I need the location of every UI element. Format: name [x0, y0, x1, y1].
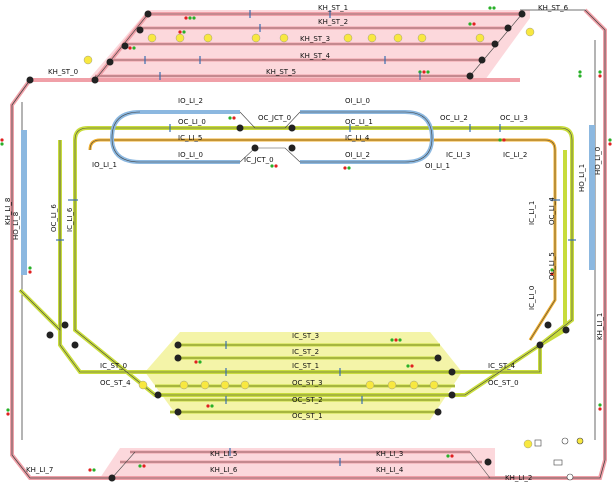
label-oc-li-3: OC_LI_3	[500, 114, 528, 122]
label-ic-st-1: IC_ST_1	[292, 362, 319, 370]
label-ic-li-1: IC_LI_1	[528, 201, 536, 225]
label-io-li-1: IO_LI_1	[92, 161, 117, 169]
kh-station-rails-top	[94, 13, 523, 81]
label-kh-st-1: KH_ST_1	[318, 4, 348, 12]
label-ic-st-4: IC_ST_4	[488, 362, 516, 370]
label-ic-li-5: IC_LI_5	[178, 134, 202, 142]
blue-loop-left	[109, 110, 240, 164]
label-kh-st-5: KH_ST_5	[266, 68, 296, 76]
label-oc-li-1: OC_LI_1	[345, 118, 373, 126]
ho-li-0-blue-segment	[589, 125, 595, 270]
junction-nodes	[26, 10, 570, 482]
label-kh-st-3: KH_ST_3	[300, 35, 330, 43]
label-oc-jct-0: OC_JCT_0	[258, 114, 291, 122]
label-oi-li-0: OI_LI_0	[345, 97, 370, 105]
label-ho-li-1: HO_LI_1	[578, 164, 586, 192]
label-oi-li-2: OI_LI_2	[345, 151, 370, 159]
label-ic-li-0: IC_LI_0	[528, 286, 536, 310]
label-oc-li-5: OC_LI_5	[548, 252, 556, 280]
label-kh-li-7: KH_LI_7	[26, 466, 53, 474]
label-ic-st-2: IC_ST_2	[292, 348, 319, 356]
legend	[523, 437, 584, 481]
label-kh-li-5: KH_LI_5	[210, 450, 237, 458]
label-ic-st-0: IC_ST_0	[100, 362, 127, 370]
label-oc-li-6: OC_LI_6	[50, 204, 58, 232]
label-kh-li-2: KH_LI_2	[505, 474, 532, 482]
orange-inner-rails	[89, 139, 556, 341]
label-kh-st-0: KH_ST_0	[48, 68, 78, 76]
block-ticks	[56, 10, 576, 466]
label-ic-li-6: IC_LI_6	[66, 207, 74, 232]
label-ic-li-3: IC_LI_3	[446, 151, 470, 159]
label-ic-st-3: IC_ST_3	[292, 332, 319, 340]
label-io-li-0: IO_LI_0	[178, 151, 203, 159]
label-kh-li-3: KH_LI_3	[376, 450, 403, 458]
label-oc-st-2: OC_ST_2	[292, 396, 323, 404]
label-ic-li-2: IC_LI_2	[503, 151, 527, 159]
label-oc-st-4: OC_ST_4	[100, 379, 131, 387]
ic-station-zone	[145, 332, 462, 420]
label-kh-st-6: KH_ST_6	[538, 4, 569, 12]
ho-li-8-blue-segment	[21, 130, 27, 275]
sensors-bottom	[83, 55, 439, 390]
label-oi-li-1: OI_LI_1	[425, 162, 450, 170]
label-kh-li-1: KH_LI_1	[596, 313, 604, 340]
label-oc-st-1: OC_ST_1	[292, 412, 323, 420]
label-oc-li-4: OC_LI_4	[548, 197, 556, 225]
label-kh-st-2: KH_ST_2	[318, 18, 348, 26]
label-oc-li-2: OC_LI_2	[440, 114, 468, 122]
label-ho-li-0: HO_LI_0	[594, 147, 602, 175]
label-oc-st-0: OC_ST_0	[488, 379, 519, 387]
label-kh-li-8: KH_LI_8	[4, 198, 12, 225]
sensors-top	[147, 27, 535, 43]
orange-inner-loop	[88, 138, 557, 341]
label-kh-li-6: KH_LI_6	[210, 466, 238, 474]
label-oc-li-0: OC_LI_0	[178, 118, 206, 126]
blue-loop-rails	[111, 111, 433, 163]
track-labels: KH_ST_1 KH_ST_2 KH_ST_3 KH_ST_4 KH_ST_5 …	[4, 4, 604, 482]
signals	[0, 6, 612, 472]
label-ic-li-4: IC_LI_4	[345, 134, 370, 142]
label-ho-li-8: HO_LI_8	[12, 212, 20, 240]
label-io-li-2: IO_LI_2	[178, 97, 203, 105]
label-kh-li-4: KH_LI_4	[376, 466, 404, 474]
label-ic-jct-0: IC_JCT_0	[244, 156, 274, 164]
label-oc-st-3: OC_ST_3	[292, 379, 323, 387]
label-kh-st-4: KH_ST_4	[300, 52, 331, 60]
kh-station-rails-bottom	[111, 451, 491, 479]
